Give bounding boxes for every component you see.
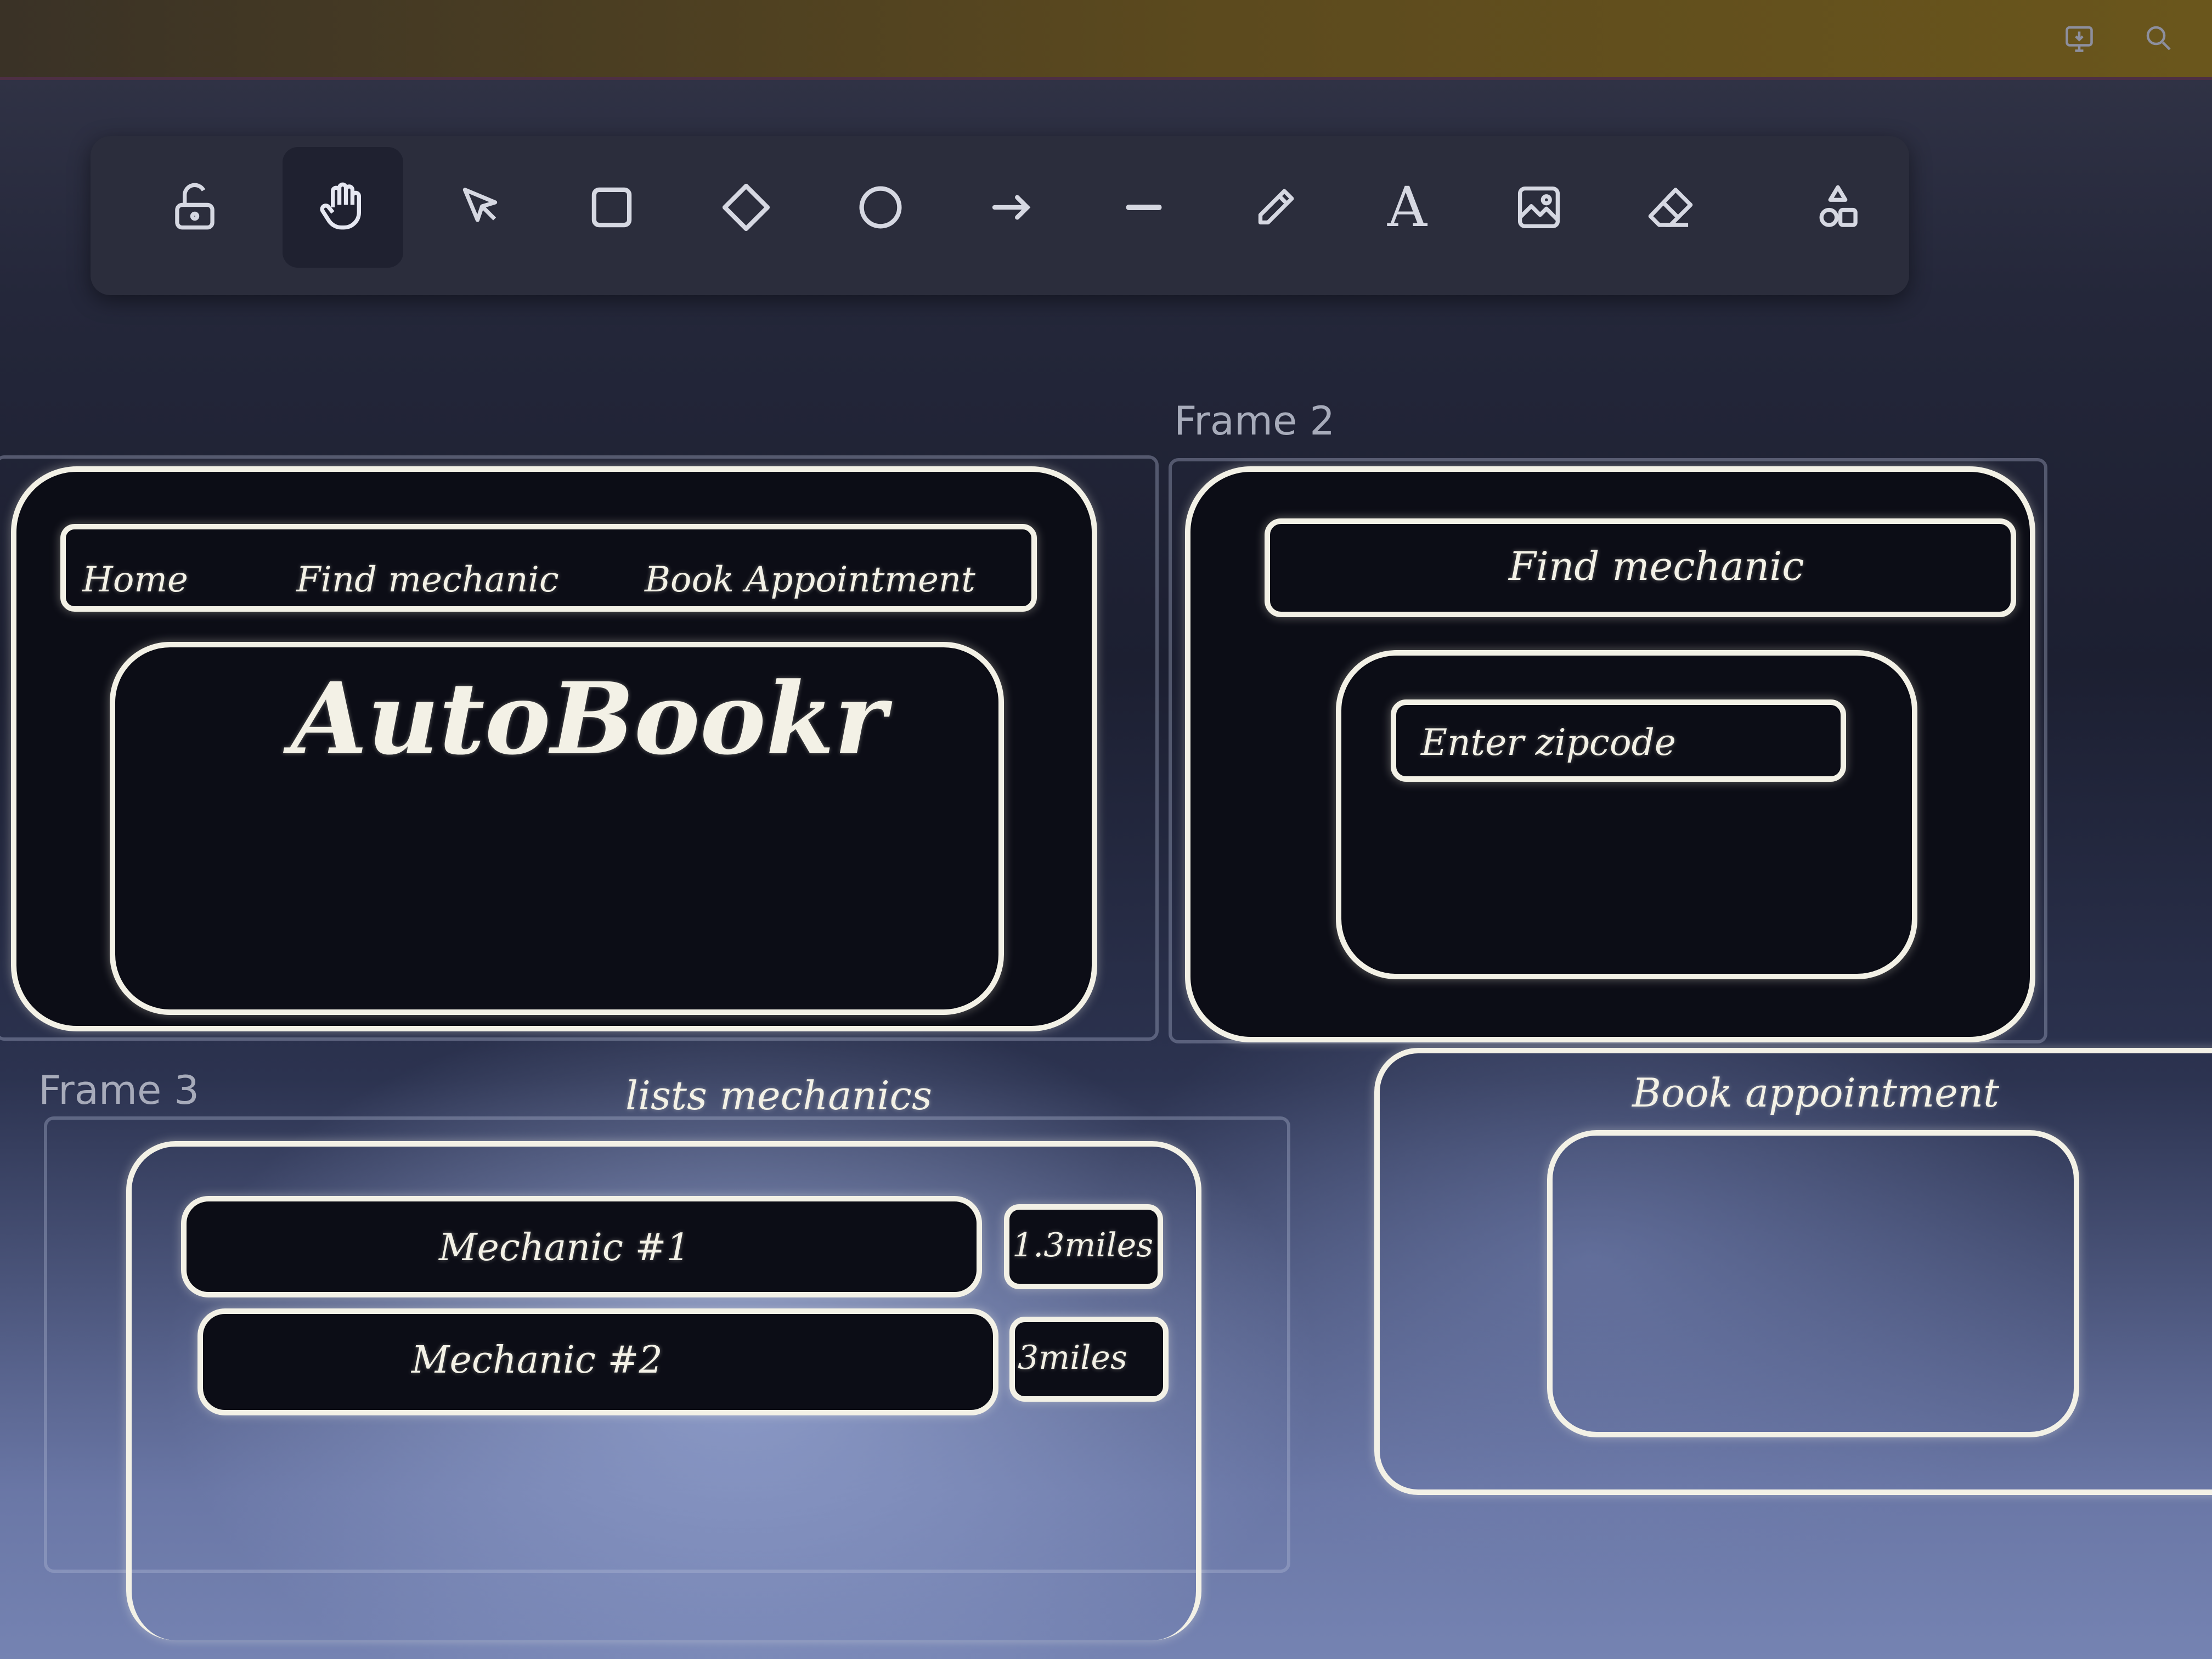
frame-3[interactable] [44,1116,1290,1573]
nav-book-appointment-label: Book Appointment [645,560,975,600]
nav-bar-sketch[interactable] [60,524,1037,612]
hand-icon[interactable] [283,147,403,268]
zoom-icon[interactable] [2140,22,2178,55]
mechanic-1-distance: 1.3miles [1012,1226,1153,1265]
mechanic-1-name: Mechanic #1 [439,1226,690,1269]
book-appointment-caption: Book appointment [1632,1070,2000,1116]
appointment-card-sketch[interactable] [1547,1130,2079,1437]
mechanic-2-distance-badge [1009,1317,1169,1402]
zipcode-input-sketch[interactable] [1391,699,1846,782]
drawing-toolbar: A [91,136,1909,295]
frame-1[interactable] [0,455,1159,1041]
mechanic-row-2-sketch[interactable] [198,1308,998,1415]
text-tool-glyph: A [1387,175,1427,239]
find-mechanic-header-label: Find mechanic [1509,543,1804,589]
screen-share-icon[interactable] [2060,22,2098,55]
lock-icon[interactable] [134,147,255,268]
pencil-icon[interactable] [1215,147,1336,268]
ellipse-icon[interactable] [820,147,941,268]
selection-icon[interactable] [420,147,540,268]
hero-title: AutoBookr [291,661,887,777]
mechanic-2-distance: 3miles [1018,1339,1127,1377]
image-icon[interactable] [1479,147,1599,268]
line-icon[interactable] [1084,147,1204,268]
zipcode-input-label: Enter zipcode [1421,721,1676,764]
mechanic-row-1-sketch[interactable] [181,1196,982,1297]
book-appointment-frame-sketch[interactable] [1374,1048,2212,1495]
arrow-icon[interactable] [952,147,1073,268]
frame-2-label: Frame 2 [1174,398,1335,444]
shapes-icon[interactable] [1778,147,1898,268]
frame-3-label: Frame 3 [38,1067,200,1113]
mechanic-1-distance-badge [1004,1204,1163,1289]
hero-box-sketch[interactable] [110,642,1004,1015]
mechanic-2-name: Mechanic #2 [411,1339,663,1382]
find-mechanic-header-sketch[interactable] [1265,518,2016,617]
list-mechanics-caption: lists mechanics [625,1073,932,1119]
rectangle-icon[interactable] [551,147,672,268]
text-icon[interactable]: A [1347,147,1468,268]
eraser-icon[interactable] [1610,147,1731,268]
window-top-bar [0,0,2212,80]
nav-find-mechanic-label: Find mechanic [296,560,559,600]
diamond-icon[interactable] [686,147,806,268]
mechanic-list-sketch[interactable] [126,1141,1201,1640]
nav-home-label: Home [82,560,188,600]
